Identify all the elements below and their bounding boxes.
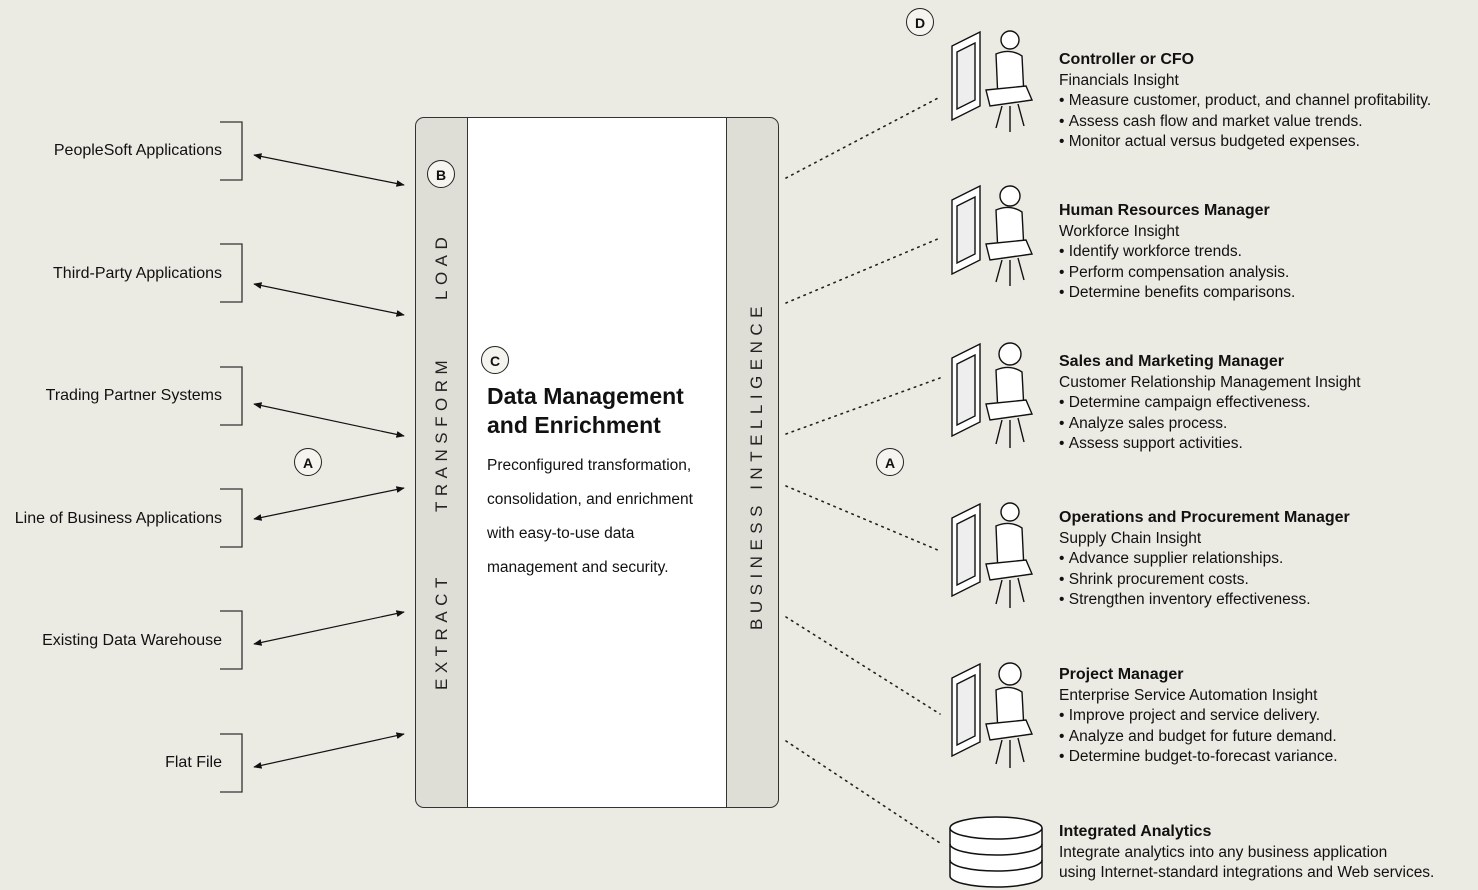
source-arrow [253,402,405,438]
persona-subtitle: Customer Relationship Management Insight [1059,373,1361,391]
center-description: Preconfigured transformation, consolidat… [487,457,693,576]
marker-a-right: A [876,448,904,476]
person-at-computer-icon [951,184,1034,286]
etl-load-label: LOAD [432,231,451,300]
persona-bullet: Assess cash flow and market value trends… [1059,112,1431,133]
persona-subtitle: Supply Chain Insight [1059,529,1202,547]
business-intelligence-label: BUSINESS INTELLIGENCE [747,300,766,630]
persona-bullet: Perform compensation analysis. [1059,263,1295,284]
dotted-link [785,377,941,435]
person-at-computer-icon [951,662,1034,768]
persona-bullet: Analyze sales process. [1059,414,1361,435]
source-data-warehouse: Existing Data Warehouse [42,632,222,649]
persona-title: Sales and Marketing Manager [1059,353,1284,370]
source-third-party: Third-Party Applications [53,265,222,282]
source-arrow [253,610,405,646]
integrated-analytics: Integrated Analytics Integrate analytics… [1059,822,1434,884]
source-bracket [220,366,243,426]
persona-project: Project Manager Enterprise Service Autom… [1059,665,1338,768]
persona-bullet: Strengthen inventory effectiveness. [1059,590,1350,611]
persona-title: Human Resources Manager [1059,202,1270,219]
dotted-link [785,237,941,304]
source-line-of-business: Line of Business Applications [14,510,222,527]
dotted-link [785,740,941,844]
dotted-link [785,96,941,179]
persona-controller: Controller or CFO Financials Insight Mea… [1059,50,1431,153]
source-trading-partner: Trading Partner Systems [45,387,222,404]
persona-subtitle: Workforce Insight [1059,222,1180,240]
person-at-computer-icon [951,342,1034,448]
persona-title: Controller or CFO [1059,51,1195,68]
person-at-computer-icon [951,502,1034,608]
persona-bullet: Identify workforce trends. [1059,242,1295,263]
analytics-title: Integrated Analytics [1059,823,1212,840]
persona-bullet: Improve project and service delivery. [1059,706,1338,727]
persona-bullet: Shrink procurement costs. [1059,570,1350,591]
data-platform-panel [415,117,779,808]
persona-subtitle: Financials Insight [1059,71,1179,89]
source-peoplesoft: PeopleSoft Applications [53,142,222,159]
persona-bullet: Determine campaign effectiveness. [1059,393,1361,414]
persona-title: Project Manager [1059,666,1184,683]
source-flat-file: Flat File [165,754,222,771]
persona-bullet: Measure customer, product, and channel p… [1059,91,1431,112]
persona-title: Operations and Procurement Manager [1059,509,1350,526]
analytics-line: Integrate analytics into any business ap… [1059,843,1388,861]
data-management-column [467,118,727,807]
persona-bullet: Assess support activities. [1059,434,1361,455]
source-bracket [220,488,243,548]
etl-transform-label: TRANSFORM [432,354,451,512]
persona-subtitle: Enterprise Service Automation Insight [1059,686,1318,704]
marker-c: C [481,346,509,374]
source-arrow [253,732,405,769]
source-bracket [220,733,243,793]
dotted-link [785,616,941,715]
persona-bullet: Monitor actual versus budgeted expenses. [1059,132,1431,153]
persona-bullet: Advance supplier relationships. [1059,549,1350,570]
marker-b: B [427,160,455,188]
persona-bullet: Determine budget-to-forecast variance. [1059,747,1338,768]
etl-extract-label: EXTRACT [432,572,451,690]
source-bracket [220,121,243,181]
source-arrow [253,282,405,317]
dotted-link [785,485,941,552]
source-bracket [220,610,243,670]
persona-bullet: Determine benefits comparisons. [1059,283,1296,304]
person-at-computer-icon [951,30,1034,132]
persona-bullet: Analyze and budget for future demand. [1059,727,1338,748]
source-arrow [253,486,405,521]
marker-d: D [906,8,934,36]
source-bracket [220,243,243,303]
center-title: Data Management and Enrichment [487,383,684,438]
database-icon [949,816,1043,888]
persona-operations: Operations and Procurement Manager Suppl… [1059,508,1350,611]
persona-hr: Human Resources Manager Workforce Insigh… [1059,201,1295,304]
marker-a-left: A [294,448,322,476]
persona-sales: Sales and Marketing Manager Customer Rel… [1059,352,1361,455]
source-arrow [253,153,405,187]
analytics-line: using Internet-standard integrations and… [1059,864,1435,881]
